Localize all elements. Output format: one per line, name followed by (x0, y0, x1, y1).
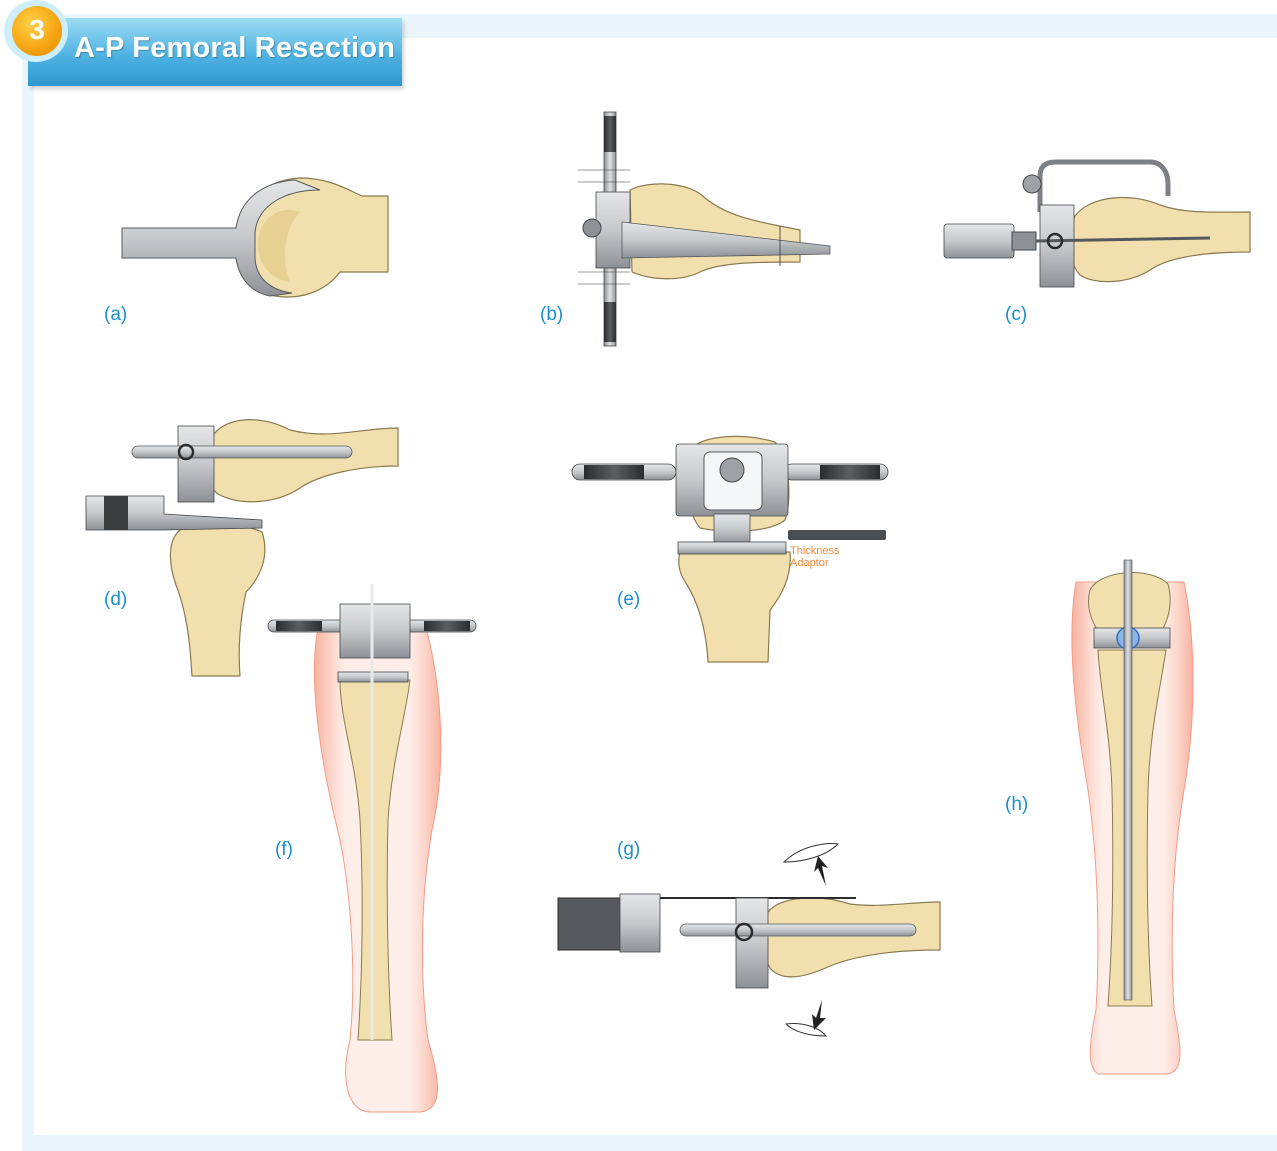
femur-bone-d (204, 420, 398, 502)
center-knob-e (720, 458, 744, 482)
tibia-bone-d (170, 524, 264, 676)
rod-g (680, 924, 916, 936)
knurl-right-e (820, 465, 880, 479)
title-banner: A-P Femoral Resection (28, 18, 402, 86)
block-d (178, 426, 214, 502)
arrow-up-g (814, 856, 828, 886)
figure-f (268, 584, 476, 1112)
saw-body-g (558, 898, 622, 950)
stylus-grip-d (104, 496, 128, 530)
figure-g (558, 844, 940, 1036)
figure-a (122, 178, 388, 297)
panel-label-c: (c) (1005, 304, 1027, 326)
block-f (340, 604, 410, 658)
panel-label-b: (b) (540, 304, 563, 326)
panel-label-f: (f) (275, 839, 293, 861)
alignment-rod-h (1124, 560, 1132, 1000)
panel-label-d: (d) (104, 589, 127, 611)
block-c (1040, 205, 1074, 287)
page-title: A-P Femoral Resection (74, 32, 395, 65)
block-g (736, 898, 768, 988)
drill-body-c (944, 224, 1014, 258)
femur-bone-g (762, 898, 940, 977)
panel-label-e: (e) (617, 589, 640, 611)
knurl-left-f (276, 621, 322, 631)
stem-e (714, 514, 750, 544)
anterior-fragment-g (784, 844, 838, 862)
figure-e: Thickness Adaptor (572, 436, 888, 662)
drill-chuck-c (1012, 232, 1036, 250)
arrow-down-g (812, 1000, 826, 1030)
posterior-fragment-g (786, 1024, 826, 1037)
tibia-bone-e (679, 552, 790, 662)
thickness-adaptor-label-2: Adaptor (790, 557, 829, 569)
knurl-right-f (424, 621, 470, 631)
knob-b (583, 219, 601, 237)
thickness-adaptor-label-1: Thickness (790, 545, 840, 557)
panel-label-g: (g) (617, 839, 640, 861)
knurled-top-b (604, 116, 616, 152)
figure-h (1072, 560, 1193, 1074)
panel-label-a: (a) (104, 304, 127, 326)
knurl-left-e (584, 465, 644, 479)
figure-b (578, 112, 830, 346)
step-number-badge: 3 (12, 6, 62, 56)
panel-label-h: (h) (1005, 794, 1028, 816)
rod-d (132, 446, 352, 458)
saw-head-g (620, 894, 660, 952)
knurled-bottom-b (604, 302, 616, 342)
knob-top-c (1023, 175, 1041, 193)
figure-c (944, 162, 1250, 287)
tibial-plate-e (678, 542, 786, 554)
thickness-adaptor-plate (788, 530, 886, 540)
